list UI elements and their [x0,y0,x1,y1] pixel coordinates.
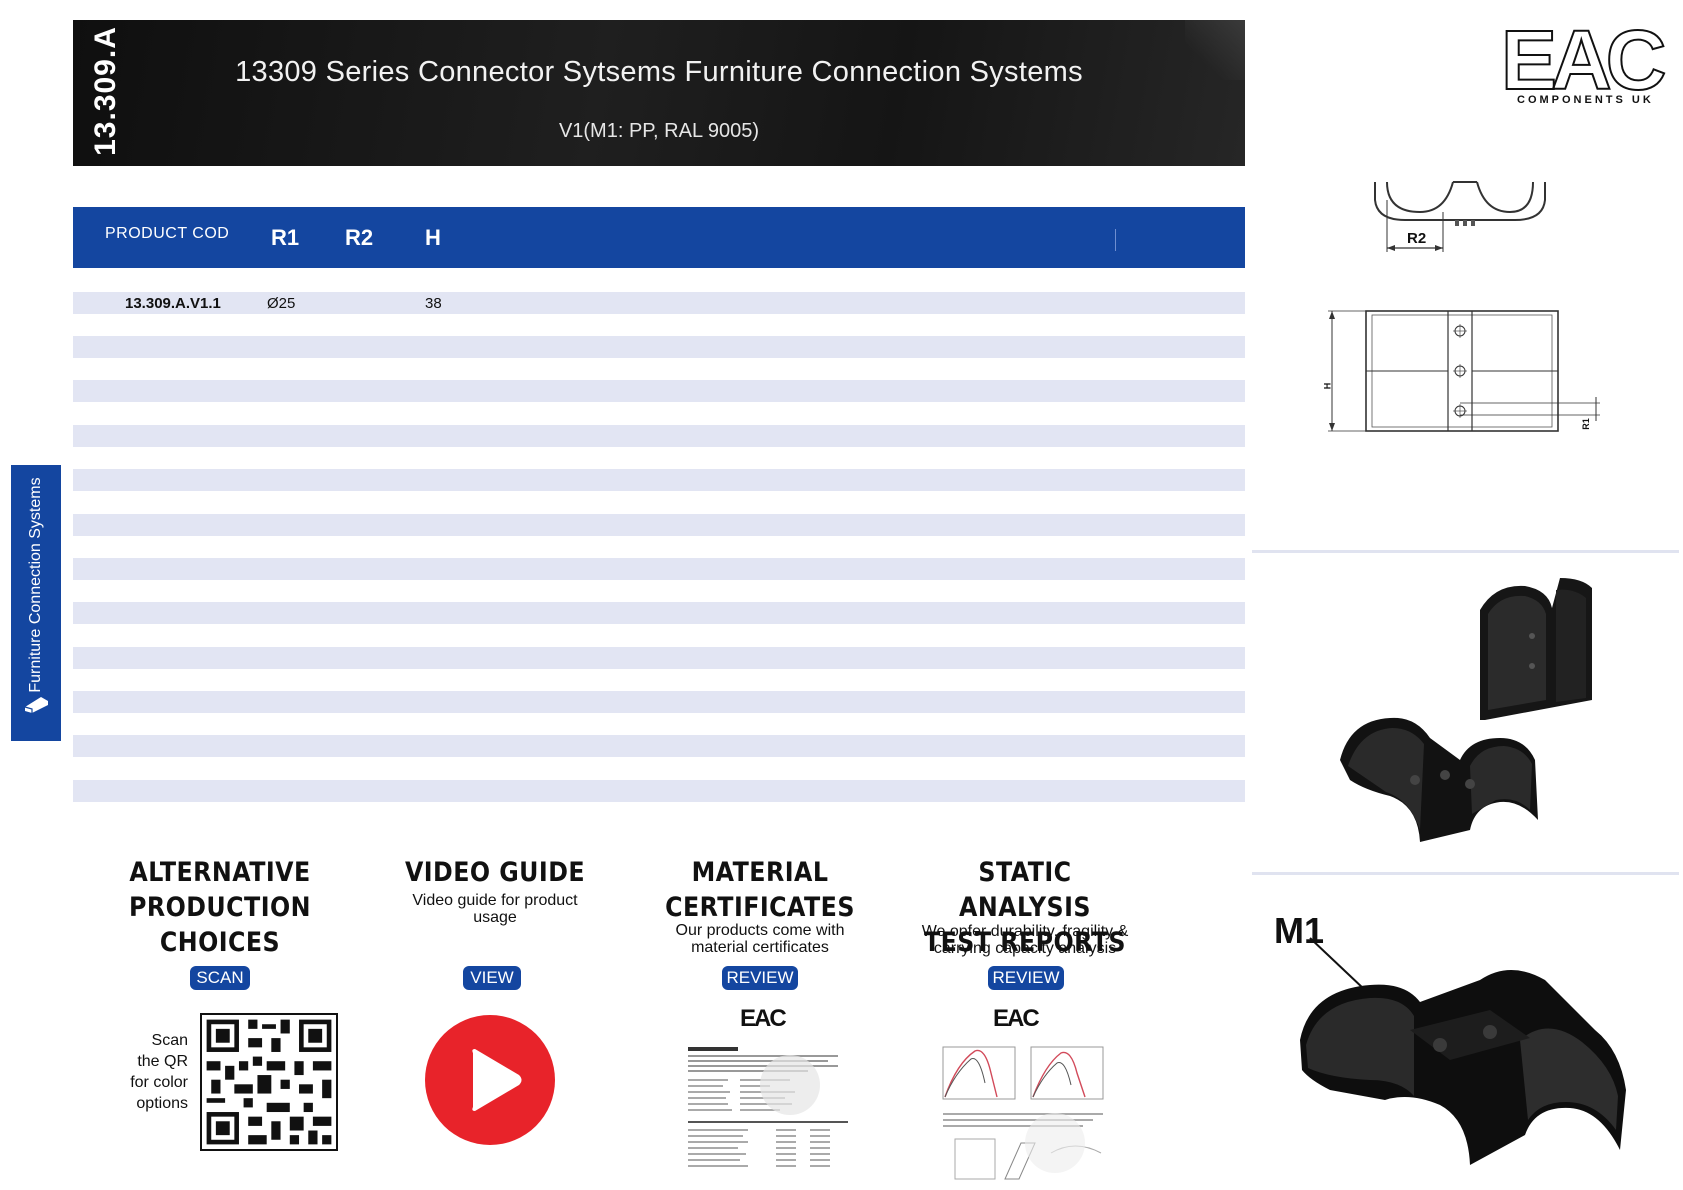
company-logo: EAC COMPONENTS UK [1495,12,1675,112]
review-reports-button[interactable]: REVIEW [988,966,1064,990]
connector-icon [24,697,48,713]
section-desc-static-analysis: We opfer durability, fragility & carryin… [921,923,1129,957]
drawing-label-h: H [1322,382,1333,390]
table-row [73,602,1245,624]
table-row [73,647,1245,669]
doc-logo: EAC [740,1005,787,1032]
table-row [73,425,1245,447]
table-row [73,380,1245,402]
scan-button[interactable]: SCAN [190,966,250,990]
product-render-m1 [1300,937,1626,1165]
test-report-thumbnail[interactable]: EAC [935,1005,1115,1185]
column-header-r2: R2 [345,225,374,250]
section-title-static-analysis: STATIC ANALYSIS TEST REPORTS [923,857,1126,958]
qr-code-icon[interactable] [200,1013,338,1151]
header-divider [1115,229,1116,251]
panel-divider [1252,550,1679,553]
section-title-certificates: MATERIAL CERTIFICATES [665,857,855,923]
table-row [73,558,1245,580]
header-banner: 13.309.A 13309 Series Connector Sytsems … [73,20,1245,166]
section-title-alternative: ALTERNATIVE PRODUCTION CHOICES [129,857,311,958]
table-row [73,735,1245,757]
section-desc-certificates: Our products come with material certific… [675,922,845,956]
table-row [73,514,1245,536]
product-render-exploded [1340,578,1592,842]
cell-r1: Ø25 [267,295,296,312]
view-button[interactable]: VIEW [463,966,521,990]
technical-drawing-top [1374,181,1546,252]
certificate-document-thumbnail[interactable]: EAC [680,1005,850,1185]
column-header-product-code: PRODUCT COD [105,225,230,242]
series-code: 13.309.A [89,26,122,156]
column-header-r1: R1 [271,225,300,250]
banner-shine [1185,20,1245,80]
table-row [73,691,1245,713]
cell-product-code: 13.309.A.V1.1 [125,295,221,312]
qr-caption: Scan the QR for color options [130,1032,188,1112]
table-row [73,780,1245,802]
table-row: 13.309.A.V1.1 Ø25 38 [73,292,1245,314]
panel-divider [1252,872,1679,875]
logo-subtext: COMPONENTS UK [1517,94,1654,106]
drawing-label-r2: R2 [1407,230,1427,247]
review-certificates-button[interactable]: REVIEW [722,966,798,990]
column-header-h: H [425,225,441,250]
play-video-icon[interactable] [425,1015,555,1145]
cell-h: 38 [425,295,442,312]
table-header: PRODUCT COD R1 R2 H [73,207,1245,268]
table-row [73,469,1245,491]
doc-logo: EAC [993,1005,1040,1032]
page-subtitle: V1(M1: PP, RAL 9005) [558,120,760,142]
side-tab-label: Furniture Connection Systems [27,477,44,693]
side-category-tab: Furniture Connection Systems [11,465,61,741]
page-title: 13309 Series Connector Sytsems Furniture… [235,56,1083,88]
table-row [73,336,1245,358]
drawing-label-r1: R1 [1580,418,1591,430]
section-title-video: VIDEO GUIDE [404,857,586,888]
section-desc-video: Video guide for product usage [412,892,578,926]
technical-drawing-front [1328,310,1600,432]
logo-text: EAC [1500,12,1667,108]
